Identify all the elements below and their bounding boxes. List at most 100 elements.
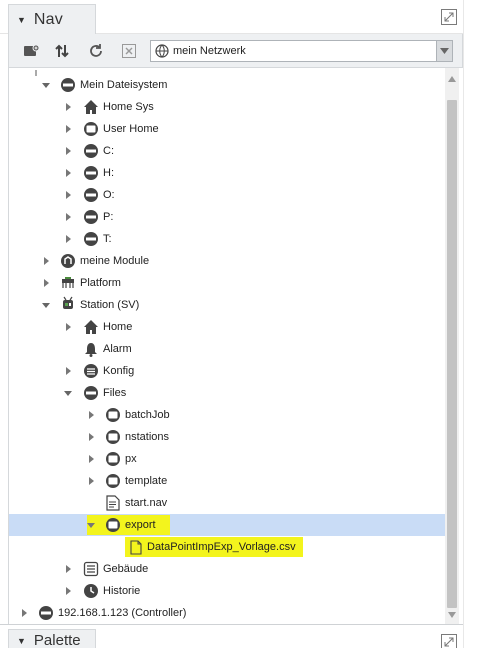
tree-row[interactable]: meine Module: [9, 250, 454, 272]
tree-row[interactable]: Home Sys: [9, 96, 454, 118]
expand-down-icon[interactable]: [41, 80, 51, 90]
tree-row[interactable]: Historie: [9, 580, 454, 602]
tree-row[interactable]: template: [9, 470, 454, 492]
expand-right-icon[interactable]: [41, 278, 51, 288]
tree-item-label: DataPointImpExp_Vorlage.csv: [147, 541, 296, 553]
tree-row[interactable]: start.nav: [9, 492, 454, 514]
bell-icon: [83, 341, 99, 357]
tree-row[interactable]: T:: [9, 228, 454, 250]
tree-row[interactable]: px: [9, 448, 454, 470]
expand-right-icon[interactable]: [63, 322, 73, 332]
scroll-down-icon[interactable]: [448, 609, 456, 621]
tree-row[interactable]: Mein Dateisystem: [9, 74, 454, 96]
tree-row[interactable]: C:: [9, 140, 454, 162]
highlight-marker: [87, 515, 170, 535]
folder-icon: [83, 121, 99, 137]
tree-row[interactable]: Platform: [9, 272, 454, 294]
expand-right-icon[interactable]: [86, 432, 96, 442]
expand-right-icon[interactable]: [63, 234, 73, 244]
network-select[interactable]: mein Netzwerk: [150, 40, 453, 62]
folder-icon: [105, 451, 121, 467]
nav-tree: Mein Dateisystem Home Sys User Home C: H…: [8, 68, 454, 624]
drive-icon: [83, 209, 99, 225]
expand-right-icon[interactable]: [63, 190, 73, 200]
nav-panel-header: ▼ Nav: [0, 0, 463, 34]
tree-row[interactable]: Home: [9, 316, 454, 338]
tree-row[interactable]: Konfig: [9, 360, 454, 382]
new-folder-icon[interactable]: [21, 41, 41, 61]
tree-item-label: Mein Dateisystem: [80, 79, 168, 91]
expand-right-icon[interactable]: [63, 366, 73, 376]
tree-row[interactable]: Alarm: [9, 338, 454, 360]
tree-item-label: Gebäude: [103, 563, 149, 575]
nav-tab[interactable]: ▼ Nav: [8, 4, 96, 34]
file-icon: [128, 539, 144, 555]
expand-right-icon[interactable]: [63, 586, 73, 596]
tree-row[interactable]: nstations: [9, 426, 454, 448]
expand-right-icon[interactable]: [86, 476, 96, 486]
palette-tab[interactable]: ▼ Palette: [8, 629, 96, 648]
tree-item-label: batchJob: [125, 409, 170, 421]
expand-right-icon[interactable]: [63, 124, 73, 134]
tree-row[interactable]: DataPointImpExp_Vorlage.csv: [9, 536, 454, 558]
controller-icon: [38, 605, 54, 621]
window-edge: [463, 0, 479, 648]
tree-row[interactable]: User Home: [9, 118, 454, 140]
expand-down-icon[interactable]: [41, 300, 51, 310]
drive-icon: [83, 143, 99, 159]
tree-scrollbar[interactable]: [445, 68, 459, 624]
folder-icon: [105, 473, 121, 489]
drive-icon: [60, 77, 76, 93]
close-icon[interactable]: [119, 41, 139, 61]
tree-line-icon: [31, 68, 41, 78]
home-icon: [83, 99, 99, 115]
expand-right-icon[interactable]: [41, 256, 51, 266]
expand-right-icon[interactable]: [63, 212, 73, 222]
sort-icon[interactable]: [52, 41, 72, 61]
tree-row[interactable]: Files: [9, 382, 454, 404]
tree-item-label: T:: [103, 233, 112, 245]
tree-row[interactable]: P:: [9, 206, 454, 228]
expand-right-icon[interactable]: [86, 454, 96, 464]
tree-row[interactable]: Gebäude: [9, 558, 454, 580]
tree-row[interactable]: O:: [9, 184, 454, 206]
expand-right-icon[interactable]: [63, 102, 73, 112]
collapse-caret-icon[interactable]: ▼: [17, 635, 26, 646]
tree-item-label: start.nav: [125, 497, 168, 509]
scroll-up-icon[interactable]: [448, 73, 456, 85]
tree-row[interactable]: Station (SV): [9, 294, 454, 316]
maximize-icon[interactable]: [441, 634, 457, 648]
tree-item-label: O:: [103, 189, 115, 201]
drive-icon: [83, 187, 99, 203]
refresh-icon[interactable]: [86, 41, 106, 61]
scrollbar-thumb[interactable]: [447, 100, 457, 608]
collapse-caret-icon[interactable]: ▼: [17, 14, 26, 25]
nav-tab-label: Nav: [33, 10, 63, 28]
home-icon: [83, 319, 99, 335]
tree-row[interactable]: H:: [9, 162, 454, 184]
expand-right-icon[interactable]: [86, 410, 96, 420]
maximize-icon[interactable]: [441, 9, 457, 25]
network-select-value: mein Netzwerk: [173, 45, 246, 57]
dropdown-arrow-icon[interactable]: [436, 41, 452, 61]
tree-item-label: Platform: [80, 277, 121, 289]
drive-icon: [83, 165, 99, 181]
tree-item-label: User Home: [103, 123, 159, 135]
tree-item-label: H:: [103, 167, 114, 179]
tree-item-label: meine Module: [80, 255, 150, 267]
palette-panel-header: ▼ Palette: [0, 624, 463, 648]
tree-row[interactable]: 192.168.1.123 (Controller): [9, 602, 454, 624]
expand-right-icon[interactable]: [19, 608, 29, 618]
expand-right-icon[interactable]: [63, 564, 73, 574]
tree-row-selected[interactable]: export: [9, 514, 454, 536]
expand-down-icon[interactable]: [63, 388, 73, 398]
folder-icon: [105, 407, 121, 423]
platform-icon: [60, 275, 76, 291]
expand-right-icon[interactable]: [63, 168, 73, 178]
expand-down-icon[interactable]: [86, 520, 96, 530]
station-icon: [60, 296, 76, 312]
tree-row[interactable]: batchJob: [9, 404, 454, 426]
tree-item-label: nstations: [125, 431, 170, 443]
drive-icon: [83, 385, 99, 401]
expand-right-icon[interactable]: [63, 146, 73, 156]
